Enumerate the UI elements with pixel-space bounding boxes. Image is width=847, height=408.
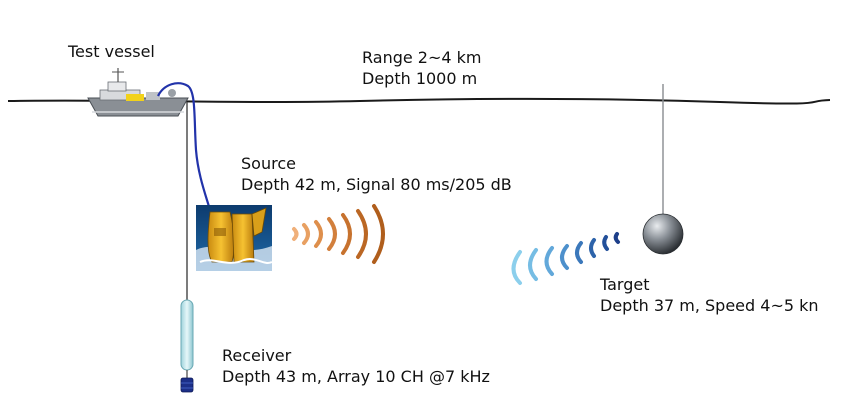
vessel-label-text: Test vessel	[68, 42, 155, 61]
receiver-label-detail: Depth 43 m, Array 10 CH @7 kHz	[222, 367, 490, 386]
target-label-detail: Depth 37 m, Speed 4~5 kn	[600, 296, 819, 315]
target-label-title: Target	[600, 275, 650, 294]
source-label-detail: Depth 42 m, Signal 80 ms/205 dB	[241, 175, 512, 194]
source-label: Source Depth 42 m, Signal 80 ms/205 dB	[241, 153, 512, 195]
target-sphere-icon	[642, 213, 684, 255]
receiver-label-title: Receiver	[222, 346, 292, 365]
receiver-label: Receiver Depth 43 m, Array 10 CH @7 kHz	[222, 345, 490, 387]
vessel-label: Test vessel	[68, 41, 155, 62]
receiver-array-icon	[180, 299, 194, 393]
target-label: Target Depth 37 m, Speed 4~5 kn	[600, 274, 819, 316]
range-label: Range 2~4 km Depth 1000 m	[362, 47, 482, 89]
range-label-line2: Depth 1000 m	[362, 69, 478, 88]
range-label-line1: Range 2~4 km	[362, 48, 482, 67]
source-image	[196, 205, 273, 271]
source-wave-icon	[292, 204, 385, 264]
echo-wave-icon	[511, 232, 620, 285]
source-label-title: Source	[241, 154, 296, 173]
source-cable	[157, 82, 212, 211]
test-vessel-icon	[87, 68, 189, 117]
